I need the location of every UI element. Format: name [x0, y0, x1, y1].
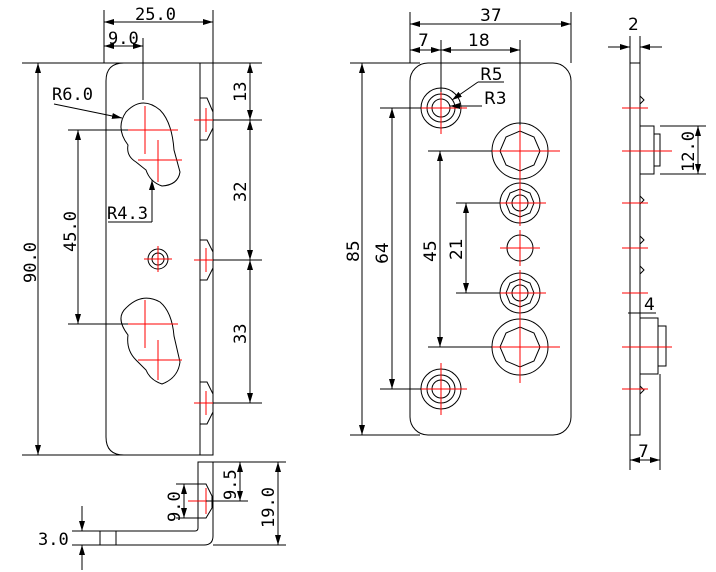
middle-view: 37 7 18 R5 R3 85 64 45 21 [344, 6, 572, 436]
side-boss-top-tip [653, 133, 661, 167]
label-radius-outer: R5 [480, 65, 503, 85]
dim-left-pitch-top: 13 [231, 82, 251, 102]
side-boss-bottom [639, 317, 659, 375]
dim-middle-width: 37 [480, 6, 502, 26]
dim-middle-hole-spacing-outer: 64 [373, 242, 393, 264]
dim-bottom-hole-diameter: 9.0 [165, 491, 185, 522]
dim-right-boss-diameter: 12.0 [679, 131, 699, 172]
side-boss-bottom-tip [657, 325, 667, 367]
dim-left-hole-spacing: 45.0 [61, 211, 81, 252]
side-plate [629, 62, 641, 436]
bottom-hole-profile [198, 483, 213, 519]
dim-middle-hole-spacing-mid: 45 [421, 240, 441, 262]
middle-plate-outline [409, 62, 572, 436]
dim-left-width: 25.0 [135, 5, 176, 25]
dim-middle-height: 85 [344, 240, 364, 262]
dim-right-boss-depth: 7 [638, 442, 649, 462]
dim-left-height: 90.0 [21, 242, 41, 283]
right-view: 2 12.0 4 7 [608, 15, 706, 470]
dim-right-thickness: 2 [628, 15, 639, 35]
dim-left-pitch-mid: 32 [231, 182, 251, 202]
dim-left-pitch-bottom: 33 [231, 324, 251, 344]
dim-middle-column-offset: 18 [468, 31, 490, 51]
label-radius-small: R4.3 [107, 204, 148, 224]
bracket-profile [99, 461, 214, 546]
left-centerlines [120, 106, 224, 415]
left-view: 25.0 9.0 90.0 45.0 R6.0 R4.3 13 32 33 [21, 5, 262, 456]
label-radius-inner: R3 [484, 89, 507, 109]
label-radius-large: R6.0 [52, 85, 93, 105]
dim-bottom-flange-height: 19.0 [259, 487, 279, 528]
dim-right-boss-offset: 4 [644, 295, 655, 315]
bottom-view: 3.0 19.0 9.5 9.0 [38, 461, 286, 570]
dim-bottom-hole-height: 9.5 [221, 469, 241, 500]
dim-bottom-thickness: 3.0 [38, 530, 69, 550]
dim-left-hole-offset: 9.0 [108, 29, 139, 49]
keyhole-lower [120, 297, 181, 385]
right-centerlines [622, 107, 672, 390]
dim-middle-hole-spacing-inner: 21 [447, 238, 467, 260]
dim-middle-edge-offset: 7 [418, 31, 429, 51]
keyhole-upper [120, 102, 181, 187]
side-boss-top [639, 125, 655, 175]
